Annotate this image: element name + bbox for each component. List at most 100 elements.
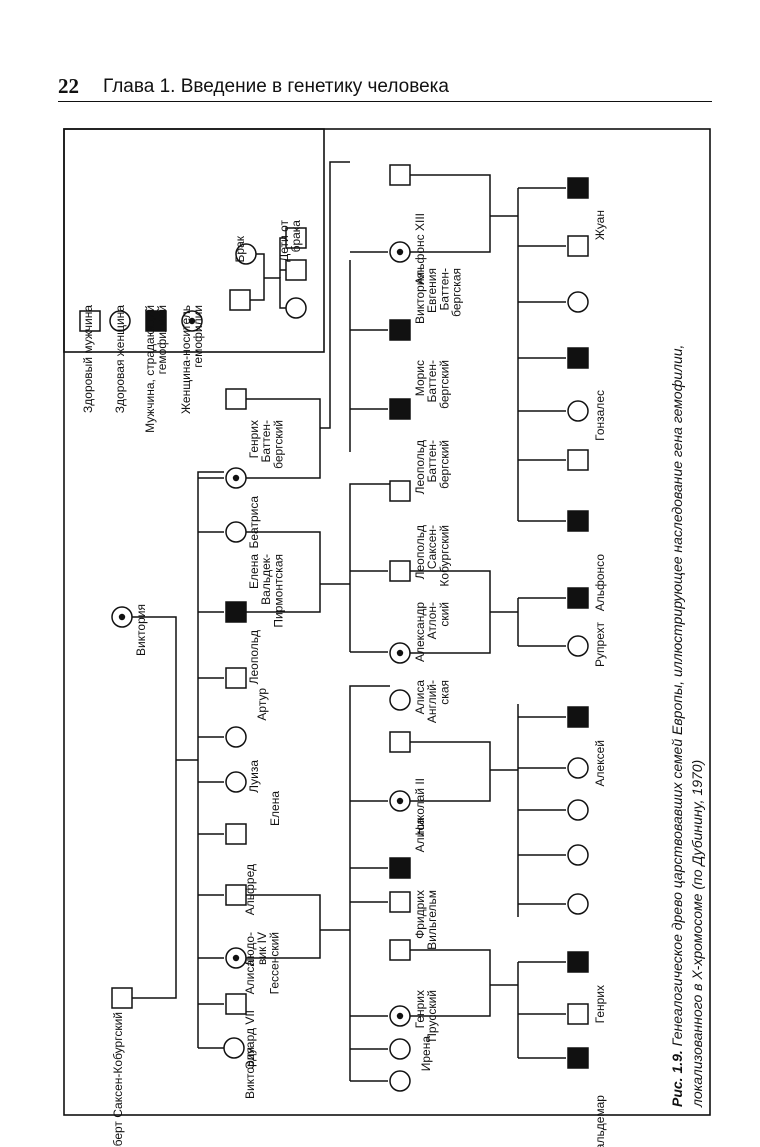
g2_moris-symbol (389, 319, 411, 341)
victoria-label: Виктория (134, 604, 148, 656)
g2_nikolai-label: Николай II (413, 778, 427, 836)
g2_alisa_a-symbol (389, 642, 411, 664)
legend-healthy-male-label: Здоровый мужчина (81, 305, 95, 413)
g1_beatrisa-symbol (225, 467, 247, 489)
g2_leopold_s-symbol (389, 480, 411, 502)
g2_leopold_s-label: ЛеопольдСаксен-Кобургский (413, 525, 451, 587)
g1_elena-label: Елена (268, 791, 282, 826)
g2_alfonso13-symbol (389, 164, 411, 186)
legend-child-male-2 (285, 227, 307, 249)
legend-children-label: Дети отбрака (277, 219, 303, 261)
g2_friedrich-symbol (389, 857, 411, 879)
g2_leopold_b-symbol (389, 398, 411, 420)
legend-carrier-symbol (181, 310, 203, 332)
child-symbol (567, 635, 589, 657)
g1_beatrisa-label: Беатриса (247, 496, 261, 549)
caption-text: Рис. 1.9. Генеалогическое древо царствов… (669, 345, 685, 1107)
g1_ludwig-symbol (225, 884, 247, 906)
g2_alfonso13-label: Альфонс XIII (413, 213, 427, 285)
page-header: 22 Глава 1. Введение в генетику человека (58, 74, 708, 104)
g2_alexander-label: АлександрАтлон-ский (413, 602, 451, 662)
g2_alisa-symbol (389, 790, 411, 812)
g3_aleksei-label: Алексей (593, 740, 607, 786)
g3_rupert-symbol (567, 587, 589, 609)
child-symbol (567, 799, 589, 821)
g3_gonzalo-label: Гонзалес (593, 390, 607, 441)
g3_alfonso-label: Альфонсо (593, 554, 607, 612)
g1_alfred-symbol (225, 823, 247, 845)
g1_ludwig-label: Людо-вик IVГессенский (243, 932, 281, 994)
g2_irena-label: Ирена (419, 1036, 433, 1072)
legend-affected-symbol (145, 310, 167, 332)
connector-lines (132, 161, 566, 1082)
g3_aleksei-symbol (567, 706, 589, 728)
figure-caption: Рис. 1.9. Генеалогическое древо царствов… (669, 345, 705, 1108)
g3_henry-label: Генрих (593, 985, 607, 1023)
child-symbol (567, 1003, 589, 1025)
g1_henry_b-symbol (225, 388, 247, 410)
g1_eduard-label: Эдуард VII (243, 1010, 257, 1069)
g2_alexander-symbol (389, 560, 411, 582)
albert-label: Альберт Саксен-Кобургский (111, 1012, 125, 1147)
g2_alisa-label: Алиса (413, 818, 427, 853)
child-symbol (389, 689, 411, 711)
g3_valdemar-label: Вальдемар (593, 1095, 607, 1147)
g1_elena_w-label: ЕленаВальдек-Пирмонтская (247, 554, 285, 628)
legend (63, 128, 325, 353)
child-symbol (567, 844, 589, 866)
g1_artur-symbol (225, 667, 247, 689)
g2_alisa_a-label: АлисаАнглий-ская (413, 680, 451, 723)
g2_henry_p-label: ГенрихПрусский (413, 990, 439, 1042)
legend-child-male (285, 259, 307, 281)
child-symbol (389, 891, 411, 913)
person-symbols (79, 164, 589, 1092)
child-symbol (567, 291, 589, 313)
g2_moris-label: МорисБаттен-бергский (413, 360, 451, 409)
legend-box (63, 128, 325, 353)
g1_leopold-symbol (225, 601, 247, 623)
child-symbol (567, 893, 589, 915)
g3_juan-symbol (567, 177, 589, 199)
g3_valdemar-symbol (567, 1047, 589, 1069)
g1_henry_b-label: ГенрихБаттен-бергский (247, 420, 285, 469)
child-symbol (389, 1038, 411, 1060)
legend-male-symbol (79, 310, 101, 332)
g2_irena-symbol (389, 1005, 411, 1027)
g1_artur-label: Артур (255, 688, 269, 721)
caption-text-line2: локализованного в Х-хромосоме (по Дубини… (689, 760, 705, 1108)
legend-female-symbol (109, 310, 131, 332)
legend-child-female (285, 297, 307, 319)
g2_friedrich-label: ФридрихВильгельм (413, 890, 439, 950)
child-symbol (567, 235, 589, 257)
g1_elena_w-symbol (225, 521, 247, 543)
legend-marriage-male (229, 289, 251, 311)
chapter-title: Глава 1. Введение в генетику человека (103, 76, 449, 97)
g2_victoria_e-label: Виктория-ЕвгенияБаттен-бергская (413, 268, 464, 324)
legend-healthy-female-label: Здоровая женщина (113, 305, 127, 414)
victoria-symbol (111, 606, 133, 628)
g2_henry_p-symbol (389, 939, 411, 961)
person-labels: Альберт Саксен-КобургскийВикторияВиктори… (81, 210, 607, 1147)
g1_alisa-label: Алиса (243, 960, 257, 995)
child-symbol (567, 449, 589, 471)
g1_leopold-label: Леопольд (247, 630, 261, 684)
child-symbol (567, 400, 589, 422)
g2_nikolai-symbol (389, 731, 411, 753)
g3_gonzalo-symbol (567, 347, 589, 369)
header-rule (58, 101, 712, 102)
page-number: 22 (58, 74, 79, 98)
legend-affected-male-label: Мужчина, страдающийгемофилией (143, 305, 169, 433)
g1_eduard-symbol (225, 993, 247, 1015)
g1_alisa-symbol (225, 947, 247, 969)
g2_victoria_e-symbol (389, 241, 411, 263)
g1_luiza-label: Луиза (247, 760, 261, 793)
g3_rupert-label: Рупрехт (593, 622, 607, 667)
g1_victoria-label: Виктория (243, 1047, 257, 1099)
legend-marriage-label: Брак (233, 235, 247, 262)
g1_luiza-symbol (225, 726, 247, 748)
child-symbol (389, 1070, 411, 1092)
g1_victoria-symbol (223, 1037, 245, 1059)
legend-carrier-label: Женщина-носительгемофилии (179, 305, 205, 414)
g3_henry-symbol (567, 951, 589, 973)
